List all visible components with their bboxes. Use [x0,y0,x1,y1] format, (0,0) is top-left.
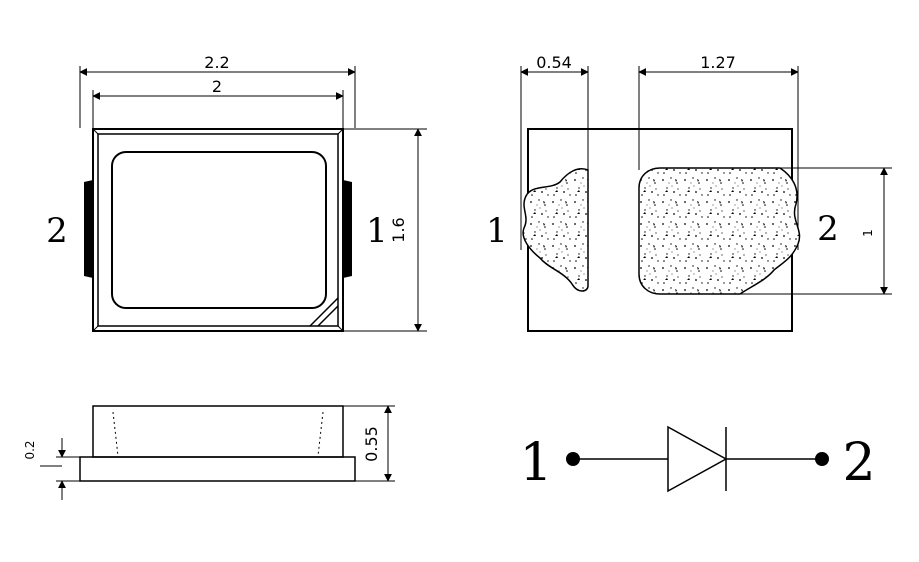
dimension-1-27-label: 1.27 [700,53,736,72]
lens-window [111,151,327,309]
diode-triangle-icon [667,425,728,493]
polarity-mark-line-2 [317,305,339,327]
dimension-0-54-label: 0.54 [536,53,572,72]
package-rim [97,133,339,327]
solder-pad-2 [638,167,801,295]
side-base [79,456,356,482]
side-hidden-line-right [317,411,324,457]
top-view: 2.2 2 2 1 1.6 [46,53,427,332]
pad-layout-view: 0.54 1.27 1 2 1 [486,53,892,332]
pad-layout-pin-right-label: 2 [817,209,839,249]
package-outline [92,128,344,332]
dimension-1-label: 1 [861,229,875,237]
side-view: 0.55 0.2 [23,405,395,500]
bevel-bottom-left [92,325,99,332]
top-view-pin-right-label: 1 [366,211,388,251]
schematic-node-right [815,452,829,466]
solder-pad-1 [522,168,589,292]
left-terminal [84,180,93,278]
side-hidden-line-left [112,411,119,457]
bevel-top-left [92,128,99,135]
schematic-symbol: 1 2 [519,425,876,493]
top-view-pin-left-label: 2 [46,211,68,251]
right-terminal [343,180,352,278]
dimension-0-55-label: 0.55 [362,426,381,462]
bevel-bottom-right [337,325,344,332]
schematic-pin-left-label: 1 [519,433,552,493]
dimension-1-6-label: 1.6 [389,217,408,242]
pad-layout-pin-left-label: 1 [486,211,508,251]
dimension-0-2-label: 0.2 [23,440,37,459]
schematic-pin-right-label: 2 [842,433,875,493]
bevel-top-right [337,128,344,135]
polarity-mark-line-1 [309,297,339,327]
dimension-2-label: 2 [212,77,222,96]
side-body [92,405,344,458]
dimension-2-2-label: 2.2 [204,53,229,72]
